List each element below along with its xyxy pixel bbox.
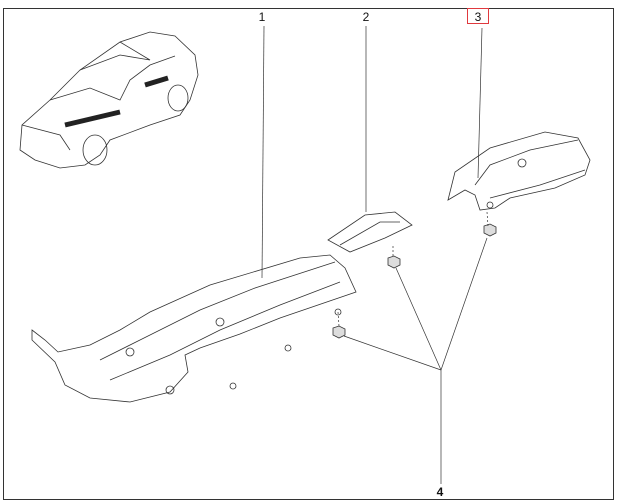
part-2-bracket	[327, 211, 413, 253]
part-4-nuts	[332, 223, 497, 339]
leader-lines	[261, 25, 489, 484]
callout-3-selected[interactable]: 3	[467, 8, 489, 24]
diagram-frame	[3, 8, 614, 500]
part-3-heat-shield	[447, 131, 591, 211]
callout-4[interactable]: 4	[436, 485, 444, 499]
callout-1[interactable]: 1	[258, 10, 266, 24]
callout-2[interactable]: 2	[362, 10, 370, 24]
part-1-heat-shield	[31, 254, 357, 403]
car-overview-illustration	[19, 31, 199, 169]
